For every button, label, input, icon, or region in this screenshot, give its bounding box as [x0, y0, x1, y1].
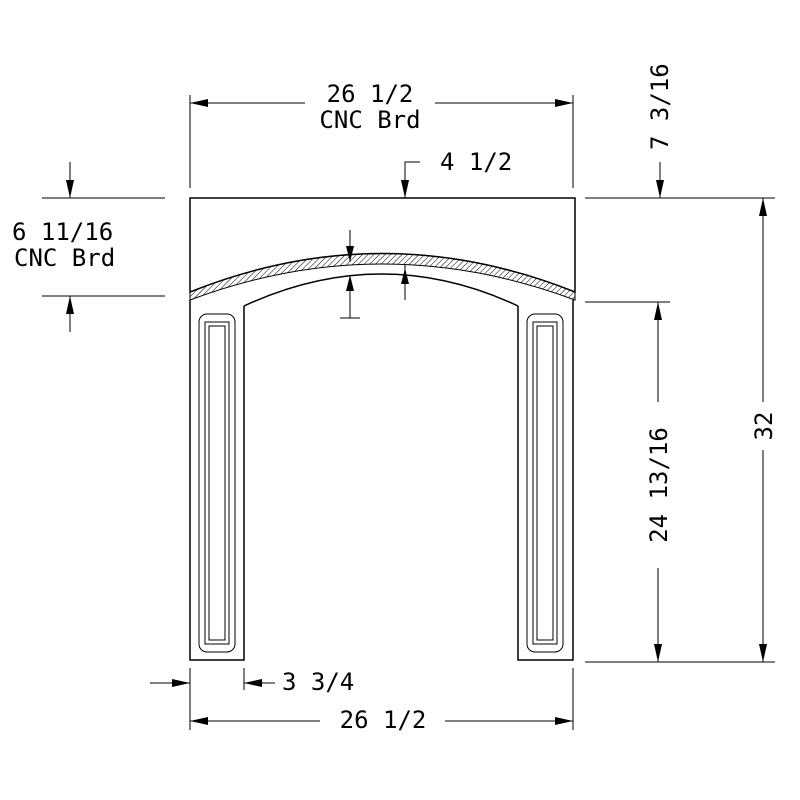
- leg-height-label: 24 13/16: [645, 427, 673, 543]
- left-leg: [189, 300, 245, 661]
- right-leg: [517, 300, 574, 661]
- top-width-label: 26 1/2: [327, 80, 414, 108]
- overall-height-dimension: 32: [750, 198, 778, 662]
- right-top-dimension: 7 3/16: [585, 63, 775, 199]
- header-height-label: 6 11/16: [12, 218, 113, 246]
- overall-height-label: 32: [750, 412, 778, 441]
- header-board: [189, 197, 576, 307]
- stile-width-dimension: 3 3/4: [150, 668, 354, 730]
- leg-height-dimension: 24 13/16: [585, 301, 775, 663]
- stile-width-label: 3 3/4: [282, 668, 354, 696]
- header-height-note: CNC Brd: [14, 244, 115, 272]
- bottom-width-label: 26 1/2: [340, 706, 427, 734]
- arch-rise-leader: 4 1/2: [340, 148, 512, 319]
- right-top-label: 7 3/16: [646, 63, 674, 150]
- top-width-note: CNC Brd: [319, 106, 420, 134]
- bottom-width-dimension: 26 1/2: [190, 668, 574, 734]
- header-height-dimension: 6 11/16 CNC Brd: [12, 162, 165, 332]
- top-width-dimension: 26 1/2 CNC Brd: [189, 80, 574, 188]
- arch-rise-label: 4 1/2: [440, 148, 512, 176]
